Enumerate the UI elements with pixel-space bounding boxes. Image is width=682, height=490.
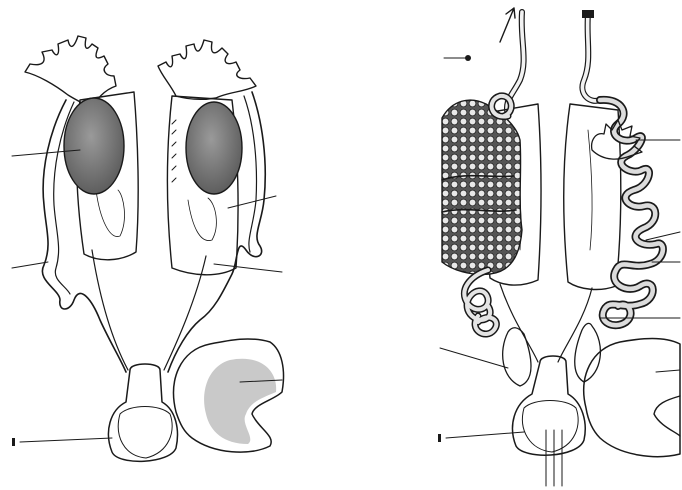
right-leader-bladder [656, 370, 680, 372]
right-panel [438, 8, 680, 486]
left-ovary-left [64, 98, 124, 194]
right-pin-head [465, 55, 471, 61]
left-panel [12, 36, 284, 461]
left-leader-sac [228, 196, 276, 208]
right-cloaca-inner [522, 401, 578, 453]
right-duct-right [558, 288, 592, 362]
right-label-stub [438, 434, 441, 442]
right-duct-left [500, 284, 538, 362]
left-sac-right-inner [188, 198, 216, 241]
right-bladder [584, 339, 680, 457]
left-cloaca [108, 364, 177, 461]
left-funnel-right [158, 40, 256, 99]
right-tube-right [582, 14, 600, 101]
right-cloaca [513, 356, 586, 455]
right-side-sac-right [575, 323, 601, 382]
arrow-icon [500, 8, 515, 42]
left-leader-cloaca [20, 438, 112, 442]
left-ovary-right [186, 102, 242, 194]
left-leader-duct [214, 264, 282, 272]
left-label-stub [12, 438, 15, 446]
left-duct-right [164, 256, 206, 370]
left-cloaca-inner [118, 407, 172, 459]
left-sac-right-edge [172, 120, 176, 182]
right-bladder-notch [654, 396, 680, 436]
right-leader-coil-1 [646, 232, 680, 240]
right-side-sac-left [503, 328, 531, 386]
left-duct-left [92, 250, 128, 370]
right-leader-sidesac [440, 348, 508, 368]
left-oviduct-right-b [244, 96, 257, 252]
left-sac-left-inner [96, 190, 124, 237]
right-egg-mass [442, 100, 522, 274]
right-tube-right-cap [582, 10, 594, 18]
